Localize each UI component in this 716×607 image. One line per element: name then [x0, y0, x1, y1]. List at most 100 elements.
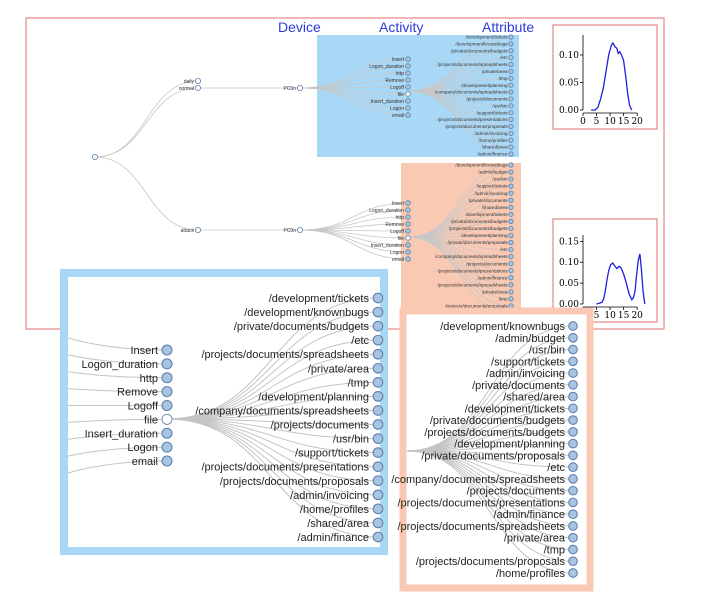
- attribute-label: /projects/documents/spreadsheets: [438, 282, 509, 287]
- attribute-label: /development/planning: [461, 233, 508, 238]
- tree-link: [67, 337, 168, 351]
- attribute-node: [508, 103, 514, 109]
- attribute-node: [508, 34, 514, 40]
- frequency-label: attack: [181, 228, 195, 234]
- attribute-node: [372, 391, 384, 402]
- y-tick-label: 0.05: [559, 279, 579, 289]
- attribute-node: [372, 405, 384, 416]
- attribute-node: [568, 474, 578, 484]
- attribute-label: /admin/finance: [297, 532, 369, 544]
- tree-link: [67, 460, 168, 474]
- attribute-node: [372, 489, 384, 501]
- attribute-label: /tmp: [348, 377, 369, 389]
- activity-label: Logon_duration: [82, 359, 158, 371]
- attribute-node: [568, 356, 578, 367]
- frequency-label: daily: [184, 79, 195, 85]
- device-node: [296, 85, 303, 92]
- y-tick-label: 0.00: [559, 106, 579, 116]
- attribute-label: /admin/finance: [493, 509, 565, 521]
- attribute-label: /projects/documents/budgets: [449, 226, 508, 231]
- activity-node: [405, 207, 411, 213]
- attribute-label: /private/documents/budgets: [234, 321, 370, 333]
- attribute-label: /support/tickets: [295, 448, 369, 460]
- attribute-label: /home/profiles: [479, 138, 509, 143]
- attribute-label: /projects/documents/presentations: [397, 497, 565, 509]
- tree-link: [407, 36, 512, 92]
- activity-label: Logon: [390, 106, 404, 112]
- activity-label: Remove: [385, 78, 404, 84]
- attribute-label: /usr/bin: [492, 177, 508, 182]
- attribute-node: [568, 509, 578, 520]
- attribute-node: [508, 275, 514, 281]
- activity-node: [405, 200, 411, 206]
- attribute-label: /projects/documents/presentations: [201, 462, 369, 474]
- activity-label: Logoff: [128, 401, 159, 413]
- tree-link: [67, 354, 168, 365]
- attribute-node: [508, 218, 514, 224]
- attribute-label: /development/tickets: [466, 35, 509, 40]
- tree-link: [407, 171, 512, 238]
- activity-node: [161, 455, 173, 467]
- activity-node: [161, 358, 173, 370]
- attribute-label: /private/documents/proposals: [447, 240, 508, 245]
- tree-link: [166, 418, 379, 440]
- attribute-label: /home/profiles: [300, 504, 370, 516]
- activity-node: [405, 70, 411, 76]
- attribute-label: /private/documents: [472, 380, 565, 392]
- attribute-node: [508, 68, 514, 75]
- activity-label: Insert_duration: [371, 243, 405, 249]
- tree-link: [166, 367, 379, 420]
- attribute-node: [508, 261, 514, 267]
- tree-link: [67, 432, 168, 440]
- attribute-label: /development/knownbugs: [455, 41, 508, 46]
- attribute-node: [568, 450, 578, 461]
- tree-link: [406, 407, 574, 452]
- attribute-node: [508, 197, 514, 203]
- device-label: PC0n: [283, 228, 296, 234]
- activity-label: Insert: [391, 201, 404, 207]
- frequency-node: [194, 78, 201, 85]
- activity-label: email: [392, 113, 404, 119]
- tree-link: [406, 450, 574, 527]
- attribute-node: [508, 55, 514, 61]
- attribute-label: /private/documents/budgets: [430, 415, 566, 427]
- attribute-label: /private/documents/budgets: [451, 219, 508, 224]
- tree-link: [407, 90, 512, 155]
- y-tick-label: 0.00: [559, 300, 579, 310]
- attribute-node: [568, 321, 578, 331]
- tree-link: [407, 43, 512, 92]
- tree-link: [406, 325, 574, 452]
- x-tick-label: 0: [580, 117, 586, 127]
- attribute-label: /projects/documents/proposals: [445, 304, 508, 309]
- activity-label: email: [392, 257, 404, 263]
- activity-node: [161, 441, 173, 453]
- x-tick-label: 10: [604, 117, 616, 127]
- attribute-label: /admin/invoicing: [486, 368, 565, 380]
- attribute-node: [372, 320, 384, 332]
- activity-label: Insert_duration: [85, 428, 158, 440]
- tree-link: [166, 353, 379, 420]
- attribute-label: /home/profiles: [496, 568, 566, 580]
- attribute-node: [568, 532, 578, 543]
- activity-label: file: [144, 414, 158, 426]
- attribute-label: /projects/documents/spreadsheets: [397, 521, 565, 533]
- attribute-node: [508, 232, 514, 239]
- tree-link: [406, 419, 574, 452]
- attribute-node: [372, 531, 384, 543]
- attribute-label: /development/tickets: [269, 293, 370, 305]
- y-tick-label: 0.05: [559, 79, 579, 89]
- activity-node: [405, 112, 411, 118]
- attribute-label: /company/documents/spreadsheets: [435, 90, 508, 95]
- density-series-line: [596, 253, 646, 305]
- activity-node: [405, 256, 411, 262]
- attribute-node: [508, 130, 514, 136]
- tree-link: [166, 418, 379, 468]
- attribute-node: [508, 254, 514, 260]
- tree-link: [67, 418, 168, 423]
- activity-label: file: [398, 236, 405, 242]
- attribute-label: /shared/area: [503, 392, 566, 404]
- tree-link: [166, 418, 379, 510]
- attribute-label: /admin/budget: [478, 170, 508, 175]
- attribute-label: /support/tickets: [477, 110, 509, 115]
- attribute-label: /private/area: [482, 289, 508, 294]
